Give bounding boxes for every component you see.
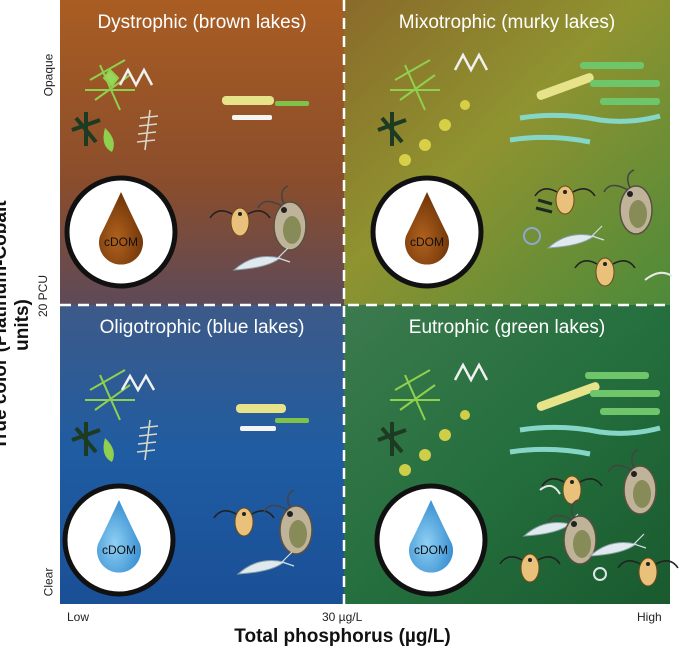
filament-teal-icon bbox=[519, 112, 661, 124]
colony-cells-icon bbox=[399, 100, 470, 166]
y-axis-threshold-label: 20 PCU bbox=[36, 274, 51, 318]
filament-green-icon bbox=[585, 372, 649, 379]
star-diatom-icon bbox=[377, 422, 407, 456]
colony-cells-icon bbox=[399, 410, 470, 476]
title-eutrophic: Eutrophic (green lakes) bbox=[409, 317, 605, 338]
y-axis-bottom-label: Clear bbox=[41, 567, 56, 597]
cdom-label: cDOM bbox=[104, 235, 138, 249]
filament-yellow-icon bbox=[222, 96, 274, 105]
filament-teal-icon bbox=[509, 446, 591, 457]
filament-teal-icon bbox=[509, 134, 591, 145]
filament-green-icon bbox=[590, 80, 660, 87]
star-diatom-icon bbox=[71, 422, 101, 456]
filament-green-icon bbox=[600, 98, 660, 105]
filament-yellow-icon bbox=[236, 404, 286, 413]
zooplankton-mixotrophic bbox=[523, 169, 673, 287]
filament-white-icon bbox=[232, 115, 272, 120]
cdom-badge-eutrophic: cDOM bbox=[374, 483, 488, 597]
filament-white-icon bbox=[240, 426, 276, 431]
y-axis-top-label: Opaque bbox=[41, 53, 56, 97]
filament-yellow-icon bbox=[536, 382, 600, 411]
title-oligotrophic: Oligotrophic (blue lakes) bbox=[100, 317, 305, 338]
filament-green-icon bbox=[590, 390, 660, 397]
x-axis-title: Total phosphorus (µg/L) bbox=[234, 626, 451, 647]
phytoplankton-cluster-eutrophic bbox=[377, 362, 661, 476]
y-axis-title: True color (Platinum-Cobalt units) bbox=[0, 200, 33, 450]
x-axis-threshold-label: 30 µg/L bbox=[322, 610, 363, 624]
filament-teal-icon bbox=[519, 424, 661, 436]
title-dystrophic: Dystrophic (brown lakes) bbox=[97, 12, 306, 33]
cdom-label: cDOM bbox=[410, 235, 444, 249]
star-diatom-icon bbox=[71, 112, 101, 146]
cdom-label: cDOM bbox=[102, 543, 136, 557]
phytoplankton-cluster-mixotrophic bbox=[377, 52, 661, 166]
filament-green-icon bbox=[580, 62, 644, 69]
cdom-label: cDOM bbox=[414, 543, 448, 557]
zooplankton-eutrophic bbox=[499, 449, 679, 587]
filament-green-icon bbox=[275, 418, 309, 423]
filament-green-icon bbox=[275, 101, 309, 106]
spiny-diatom-icon bbox=[136, 419, 159, 461]
phytoplankton-cluster-oligotrophic bbox=[71, 369, 309, 462]
spiny-diatom-icon bbox=[136, 109, 159, 151]
phytoplankton-cluster-dystrophic bbox=[71, 59, 309, 152]
filament-green-icon bbox=[600, 408, 660, 415]
cdom-badge-oligotrophic: cDOM bbox=[62, 483, 176, 597]
title-mixotrophic: Mixotrophic (murky lakes) bbox=[399, 12, 615, 33]
cdom-badge-mixotrophic: cDOM bbox=[370, 175, 484, 289]
filament-yellow-icon bbox=[536, 73, 594, 100]
x-axis-high-label: High bbox=[637, 610, 662, 624]
star-diatom-icon bbox=[377, 112, 407, 146]
cdom-badge-dystrophic: cDOM bbox=[64, 175, 178, 289]
x-axis-low-label: Low bbox=[67, 610, 90, 624]
